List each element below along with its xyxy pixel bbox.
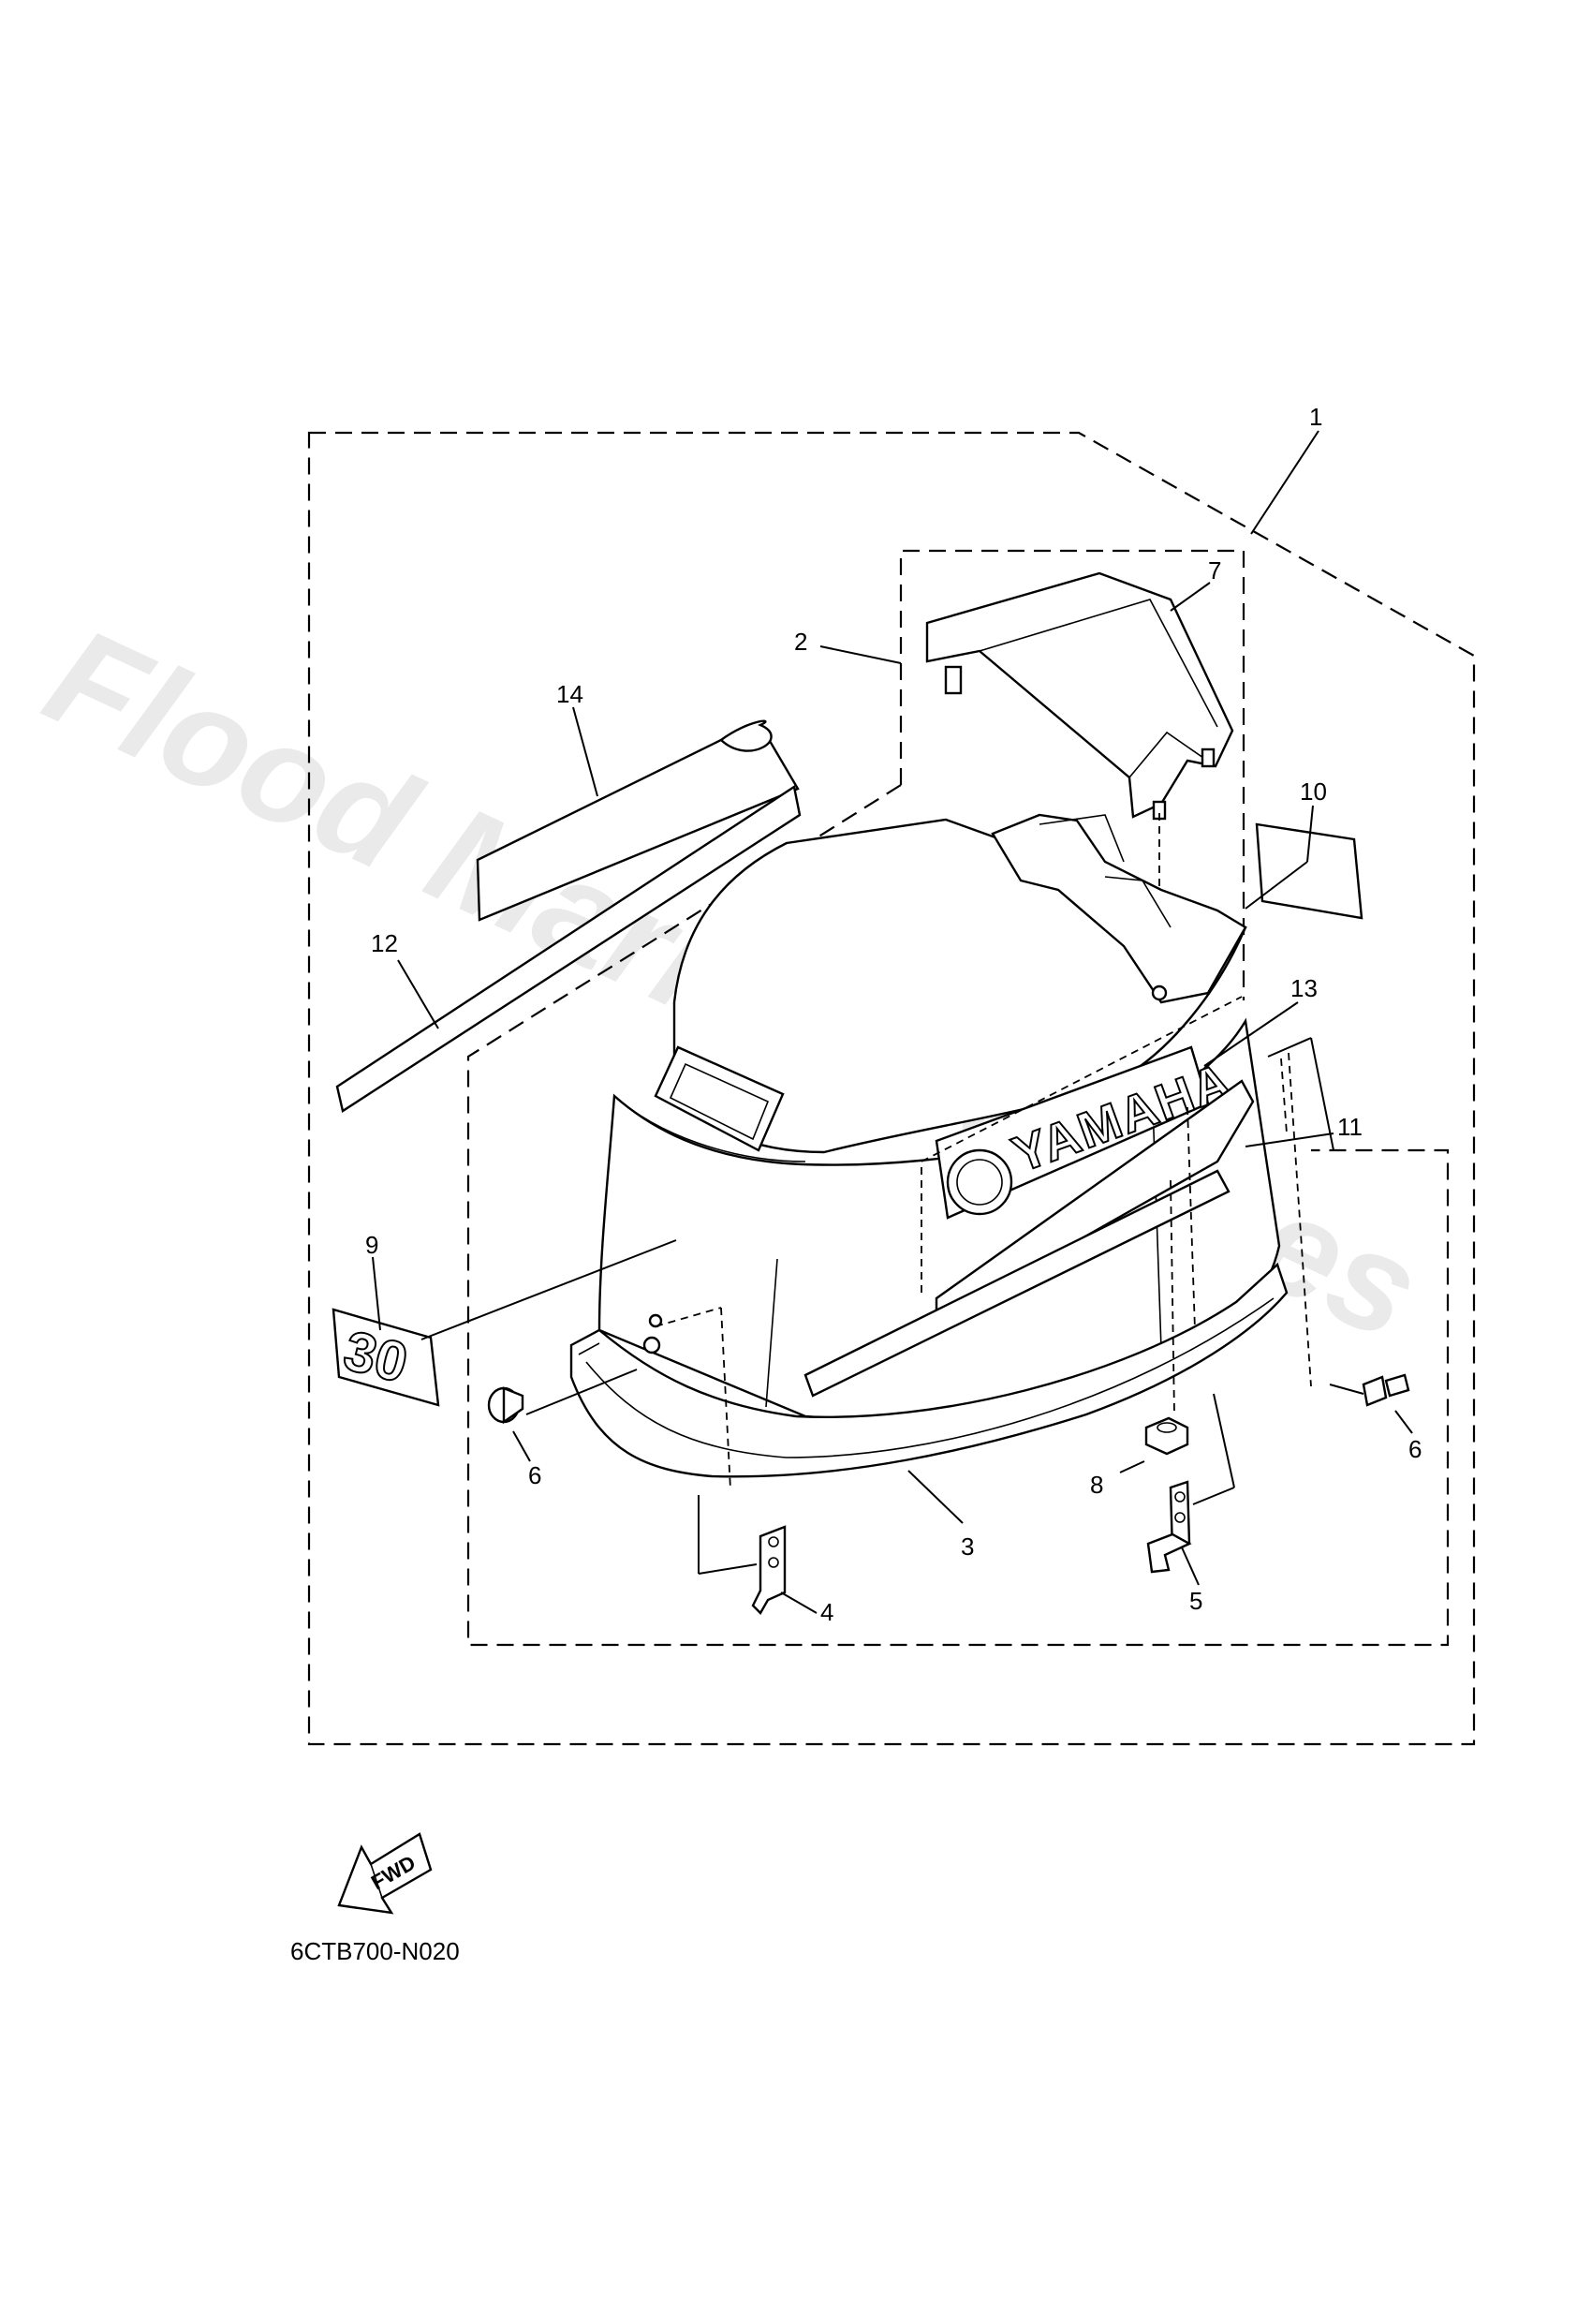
callout-11: 11 [1337,1113,1363,1141]
callout-14: 14 [556,680,583,708]
part-9-badge: 30 [332,1308,440,1407]
callout-5: 5 [1189,1587,1202,1615]
callout-1: 1 [1309,403,1322,431]
callout-8: 8 [1090,1471,1103,1499]
fastener-hole-lower [642,1336,661,1354]
assembly-boundary-top-cover [899,549,1245,1000]
part-4-bracket-left [751,1525,787,1615]
assembly-boundary-lower [466,784,1450,1647]
callout-labels: 1 2 3 4 5 6 6 7 8 9 10 11 12 13 14 [365,403,1422,1626]
callout-6-left: 6 [528,1461,541,1489]
part-7-top-handle [925,571,1234,993]
part-3-seal-band [569,1262,1289,1478]
callout-12: 12 [371,929,398,957]
callout-6-right: 6 [1408,1435,1422,1463]
part-5-bracket-right [1146,1480,1192,1574]
part-2-cowling-body: YAMAHA [597,1017,1281,1419]
fwd-arrow-icon: FWD [337,1832,433,1915]
part-10-rear-label [1255,822,1363,920]
part-code: 6CTB700-N020 [290,1937,460,1965]
part-8-nut [1144,1416,1189,1456]
assembly-boundary-outer [307,431,1476,1746]
callout-2: 2 [794,628,807,656]
callout-4: 4 [820,1598,833,1626]
part-6-grommet-left [487,1386,524,1425]
callout-9: 9 [365,1231,378,1259]
callout-7: 7 [1208,556,1221,585]
leader-lines [372,430,1413,1614]
part-14-upper-stripe [476,719,800,922]
callout-13: 13 [1290,974,1318,1002]
part-12-long-stripe [335,785,802,1113]
part-6-bolt-right [1329,1373,1410,1407]
callout-3: 3 [961,1532,974,1561]
callout-10: 10 [1300,777,1327,806]
